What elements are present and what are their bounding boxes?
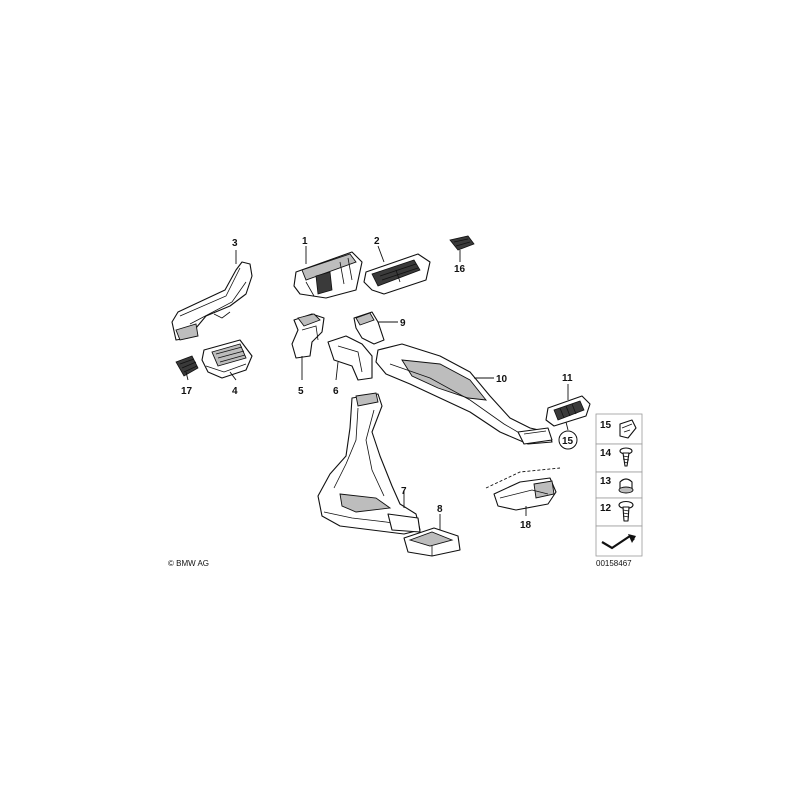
legend-cell-symbol (595, 525, 643, 557)
legend-label-14: 14 (600, 448, 612, 459)
part-10-floor-duct (375, 343, 553, 445)
callout-2: 2 (374, 236, 380, 247)
legend-cell-13 (595, 471, 643, 499)
callout-7: 7 (401, 486, 407, 497)
legend-cell-14 (595, 443, 643, 473)
callout-11: 11 (562, 373, 573, 384)
callout-10: 10 (496, 374, 508, 385)
grommet-icon (618, 478, 634, 494)
clip-icon (619, 419, 637, 439)
part-9-connector (353, 311, 385, 345)
callout-1: 1 (302, 236, 308, 247)
part-11-rear-vent (545, 395, 591, 427)
callout-18: 18 (520, 520, 532, 531)
part-5-elbow (291, 313, 325, 359)
part-6-connector (327, 335, 373, 381)
part-17-grille (175, 355, 199, 377)
callout-15-circled: 15 (562, 436, 574, 447)
diagram-number: 00158467 (596, 559, 632, 568)
part-1-center-vent (293, 251, 363, 299)
part-8-duct-piece (403, 527, 461, 557)
callout-17: 17 (181, 386, 193, 397)
callout-6: 6 (333, 386, 339, 397)
legend-label-12: 12 (600, 503, 612, 514)
part-3-duct (171, 261, 253, 341)
callout-3: 3 (232, 238, 238, 249)
callout-16: 16 (454, 264, 466, 275)
callout-5: 5 (298, 386, 304, 397)
leader-lines (185, 245, 569, 530)
callout-8: 8 (437, 504, 443, 515)
part-18-outlet (485, 467, 561, 511)
part-4-vent-unit (201, 339, 253, 379)
bolt-icon (618, 500, 634, 522)
callout-9: 9 (400, 318, 406, 329)
legend-label-15: 15 (600, 420, 612, 431)
callout-labels: 3 1 2 16 9 10 11 17 4 5 6 7 8 18 15 (181, 236, 578, 531)
arrow-symbol-icon (601, 534, 636, 550)
screw-icon (619, 447, 633, 467)
fastener-legend: 15 14 13 12 00158467 (595, 413, 643, 568)
part-7-vertical-duct (317, 392, 421, 535)
legend-label-13: 13 (600, 476, 612, 487)
callout-15-circle (558, 430, 578, 450)
callout-4: 4 (232, 386, 238, 397)
copyright-text: © BMW AG (168, 559, 209, 568)
part-16-clip (449, 235, 475, 251)
part-2-side-vent (363, 253, 431, 295)
